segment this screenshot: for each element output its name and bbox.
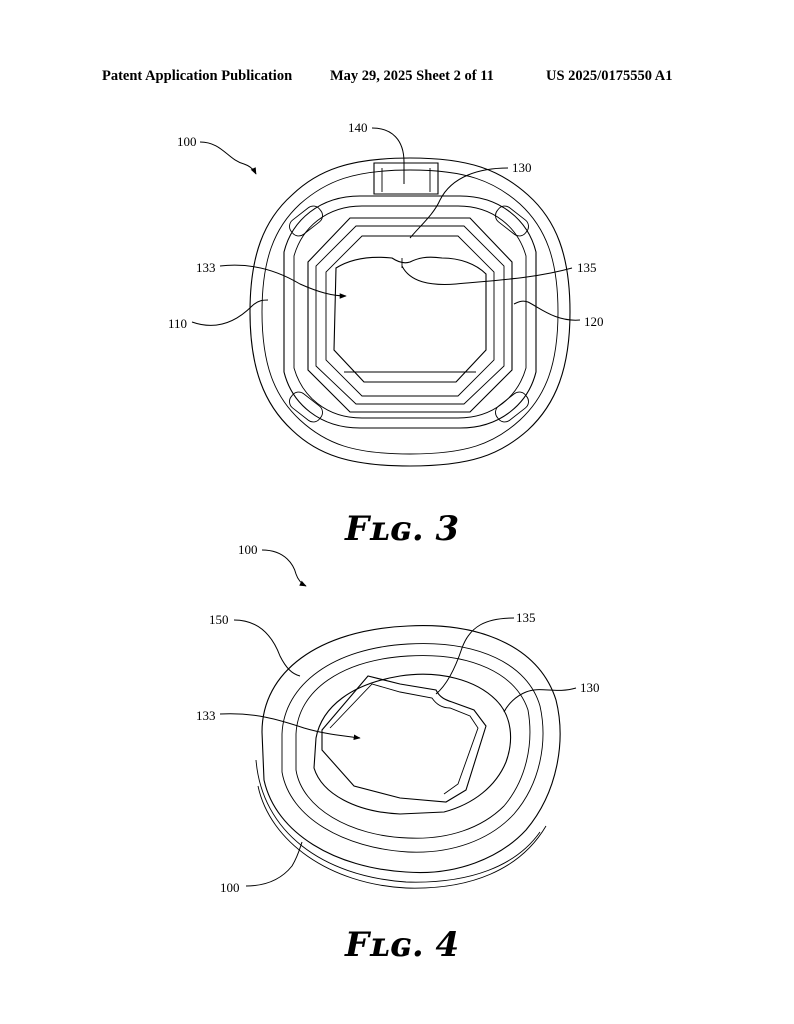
- ref-label: 135: [577, 260, 597, 275]
- figure-3-caption: Fʟɢ. 3: [344, 509, 459, 549]
- ref-label: 100: [238, 542, 258, 557]
- publication-number: US 2025/0175550 A1: [546, 68, 673, 84]
- ref-label: 130: [512, 160, 532, 175]
- ref-label: 140: [348, 120, 368, 135]
- ref-label: 120: [584, 314, 604, 329]
- figure-4-drawing: 100 150 135 130 133 100 Fʟɢ. 4: [196, 542, 600, 965]
- figure-4-caption: Fʟɢ. 4: [344, 925, 459, 965]
- ref-label: 130: [580, 680, 600, 695]
- ref-label: 133: [196, 708, 216, 723]
- date-sheet-label: May 29, 2025 Sheet 2 of 11: [330, 68, 494, 84]
- ref-label: 135: [516, 610, 536, 625]
- page-header: Patent Application Publication May 29, 2…: [0, 68, 794, 88]
- ref-label: 100: [177, 134, 197, 149]
- ref-label: 110: [168, 316, 187, 331]
- figure-3-drawing: 100 140 130 133 135 110 120 Fʟɢ. 3: [168, 120, 604, 549]
- publication-label: Patent Application Publication: [102, 68, 293, 84]
- ref-label: 100: [220, 880, 240, 895]
- ref-label: 150: [209, 612, 229, 627]
- ref-label: 133: [196, 260, 216, 275]
